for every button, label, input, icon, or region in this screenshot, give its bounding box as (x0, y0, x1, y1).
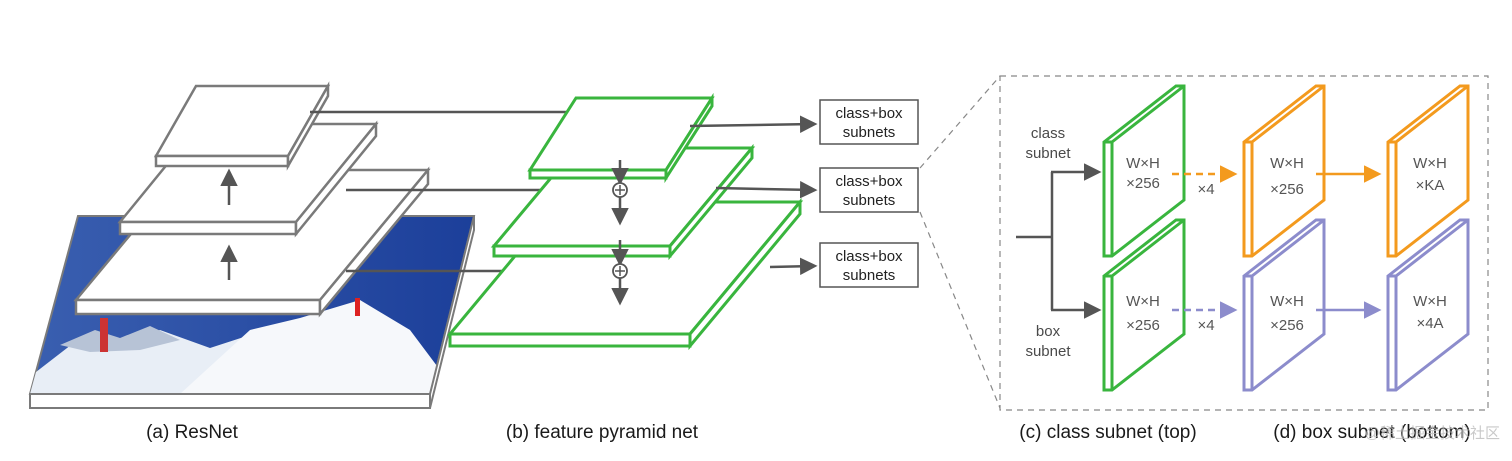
subnet-detail-panel (999, 75, 1489, 411)
block-label-line1: W×H (1413, 293, 1447, 310)
block-label-line2: ×256 (1270, 317, 1304, 334)
sum-node (612, 263, 628, 279)
resnet-plate-small (153, 81, 331, 171)
zoom-line (919, 75, 1001, 169)
block-label-line1: W×H (1126, 293, 1160, 310)
subnet-box-line1: class+box (835, 105, 903, 122)
subnet-box-line2: subnets (843, 192, 896, 209)
caption-resnet: (a) ResNet (146, 422, 239, 443)
fpn-to-subnet-arrow (769, 257, 818, 276)
block-label-line2: ×KA (1416, 177, 1445, 194)
fpn-stack (446, 92, 804, 351)
block-label-line2: ×256 (1126, 317, 1160, 334)
caption-fpn: (b) feature pyramid net (506, 422, 699, 443)
watermark: @稀土掘金技术社区 (1365, 425, 1500, 442)
subnet-box-bottom: class+box subnets (819, 242, 919, 288)
box-subnet-label-line2: subnet (1025, 343, 1071, 360)
block-label-line1: W×H (1413, 155, 1447, 172)
subnet-box-middle: class+box subnets (819, 167, 919, 213)
box-feature-block-2: W×H ×256 (1242, 218, 1326, 392)
block-label-line2: ×256 (1126, 175, 1160, 192)
block-label-line1: W×H (1126, 155, 1160, 172)
block-label-line1: W×H (1270, 155, 1304, 172)
block-label-line2: ×256 (1270, 181, 1304, 198)
fpn-to-subnet-arrow (689, 115, 818, 133)
subnet-box-line1: class+box (835, 173, 903, 190)
box-feature-block-1: W×H ×256 (1102, 218, 1186, 392)
box-subnet-label-line1: box (1036, 323, 1061, 340)
block-label-line1: W×H (1270, 293, 1304, 310)
block-label-line2: ×4A (1416, 315, 1443, 332)
box-output-block: W×H ×4A (1386, 218, 1470, 392)
class-feature-block-1: W×H ×256 (1102, 84, 1186, 258)
caption-box-subnet: (d) box subnet (bottom) (1273, 422, 1470, 443)
caption-class-subnet: (c) class subnet (top) (1019, 422, 1196, 443)
subnet-box-line2: subnets (843, 267, 896, 284)
class-output-block: W×H ×KA (1386, 84, 1470, 258)
class-repeat-label: ×4 (1197, 181, 1214, 198)
subnet-box-top: class+box subnets (819, 99, 919, 145)
branch-connector (1016, 163, 1102, 319)
fpn-to-subnet-arrow (715, 180, 818, 199)
class-subnet-label-line2: subnet (1025, 145, 1071, 162)
subnet-box-line1: class+box (835, 248, 903, 265)
class-subnet-label-line1: class (1031, 125, 1065, 142)
subnet-box-line2: subnets (843, 124, 896, 141)
resnet-stack (28, 81, 476, 409)
class-feature-block-2: W×H ×256 (1242, 84, 1326, 258)
box-repeat-label: ×4 (1197, 317, 1214, 334)
zoom-line (919, 211, 1001, 409)
sum-node (612, 182, 628, 198)
